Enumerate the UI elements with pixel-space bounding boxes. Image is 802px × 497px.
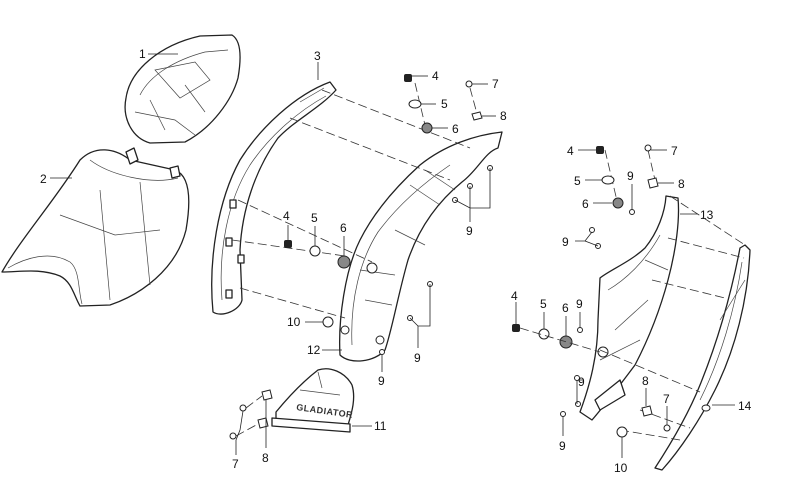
callout-5a: 5 bbox=[441, 97, 448, 111]
callout-6b: 6 bbox=[340, 221, 347, 235]
callout-7d: 7 bbox=[663, 392, 670, 406]
callout-9c: 9 bbox=[378, 374, 385, 388]
callout-8b: 8 bbox=[262, 451, 269, 465]
callout-8d: 8 bbox=[642, 374, 649, 388]
callout-9f: 9 bbox=[576, 297, 583, 311]
callout-9a: 9 bbox=[466, 224, 473, 238]
part-1-pillion-seat bbox=[124, 34, 241, 144]
hardware-top-right bbox=[589, 144, 659, 249]
hardware-top-center bbox=[404, 74, 493, 203]
part-12-frame-cover bbox=[339, 131, 503, 362]
callout-7a: 7 bbox=[492, 77, 499, 91]
part-3-side-panel bbox=[211, 81, 337, 315]
hardware-lower-right bbox=[512, 324, 671, 438]
part-13-right-frame-cover bbox=[579, 195, 680, 421]
hardware-mid-left bbox=[284, 240, 433, 355]
leader-9a bbox=[454, 168, 491, 209]
callout-8c: 8 bbox=[678, 177, 685, 191]
callout-6c: 6 bbox=[582, 197, 589, 211]
callout-7b: 7 bbox=[232, 457, 239, 471]
callout-5b: 5 bbox=[311, 211, 318, 225]
callout-14: 14 bbox=[738, 399, 752, 413]
hardware-bottom-left bbox=[229, 389, 273, 440]
callout-4c: 4 bbox=[567, 144, 574, 158]
callout-11: 11 bbox=[374, 419, 387, 433]
callout-8a: 8 bbox=[500, 109, 507, 123]
callout-4a: 4 bbox=[432, 69, 439, 83]
part-11-front-cover: GLADIATOR bbox=[271, 368, 355, 433]
callout-9e: 9 bbox=[562, 235, 569, 249]
callout-9h: 9 bbox=[559, 439, 566, 453]
callout-4b: 4 bbox=[283, 209, 290, 223]
callout-6a: 6 bbox=[452, 122, 459, 136]
callout-5c: 5 bbox=[574, 174, 581, 188]
callout-10a: 10 bbox=[287, 315, 301, 329]
callout-9b: 9 bbox=[414, 351, 421, 365]
callout-9d: 9 bbox=[627, 169, 634, 183]
part-14-lower-side-cover bbox=[654, 244, 751, 471]
leader-9e bbox=[575, 231, 593, 242]
callout-7c: 7 bbox=[671, 144, 678, 158]
callout-6d: 6 bbox=[562, 301, 569, 315]
part-2-rider-seat bbox=[1, 147, 190, 307]
callout-12: 12 bbox=[307, 343, 321, 357]
callout-2: 2 bbox=[40, 172, 47, 186]
callout-3: 3 bbox=[314, 49, 321, 63]
callout-13: 13 bbox=[700, 208, 714, 222]
callout-1: 1 bbox=[139, 47, 146, 61]
callout-9g: 9 bbox=[578, 375, 585, 389]
callout-10b: 10 bbox=[614, 461, 628, 475]
callout-4d: 4 bbox=[511, 289, 518, 303]
callout-5d: 5 bbox=[540, 297, 547, 311]
leader-9b bbox=[409, 284, 431, 327]
